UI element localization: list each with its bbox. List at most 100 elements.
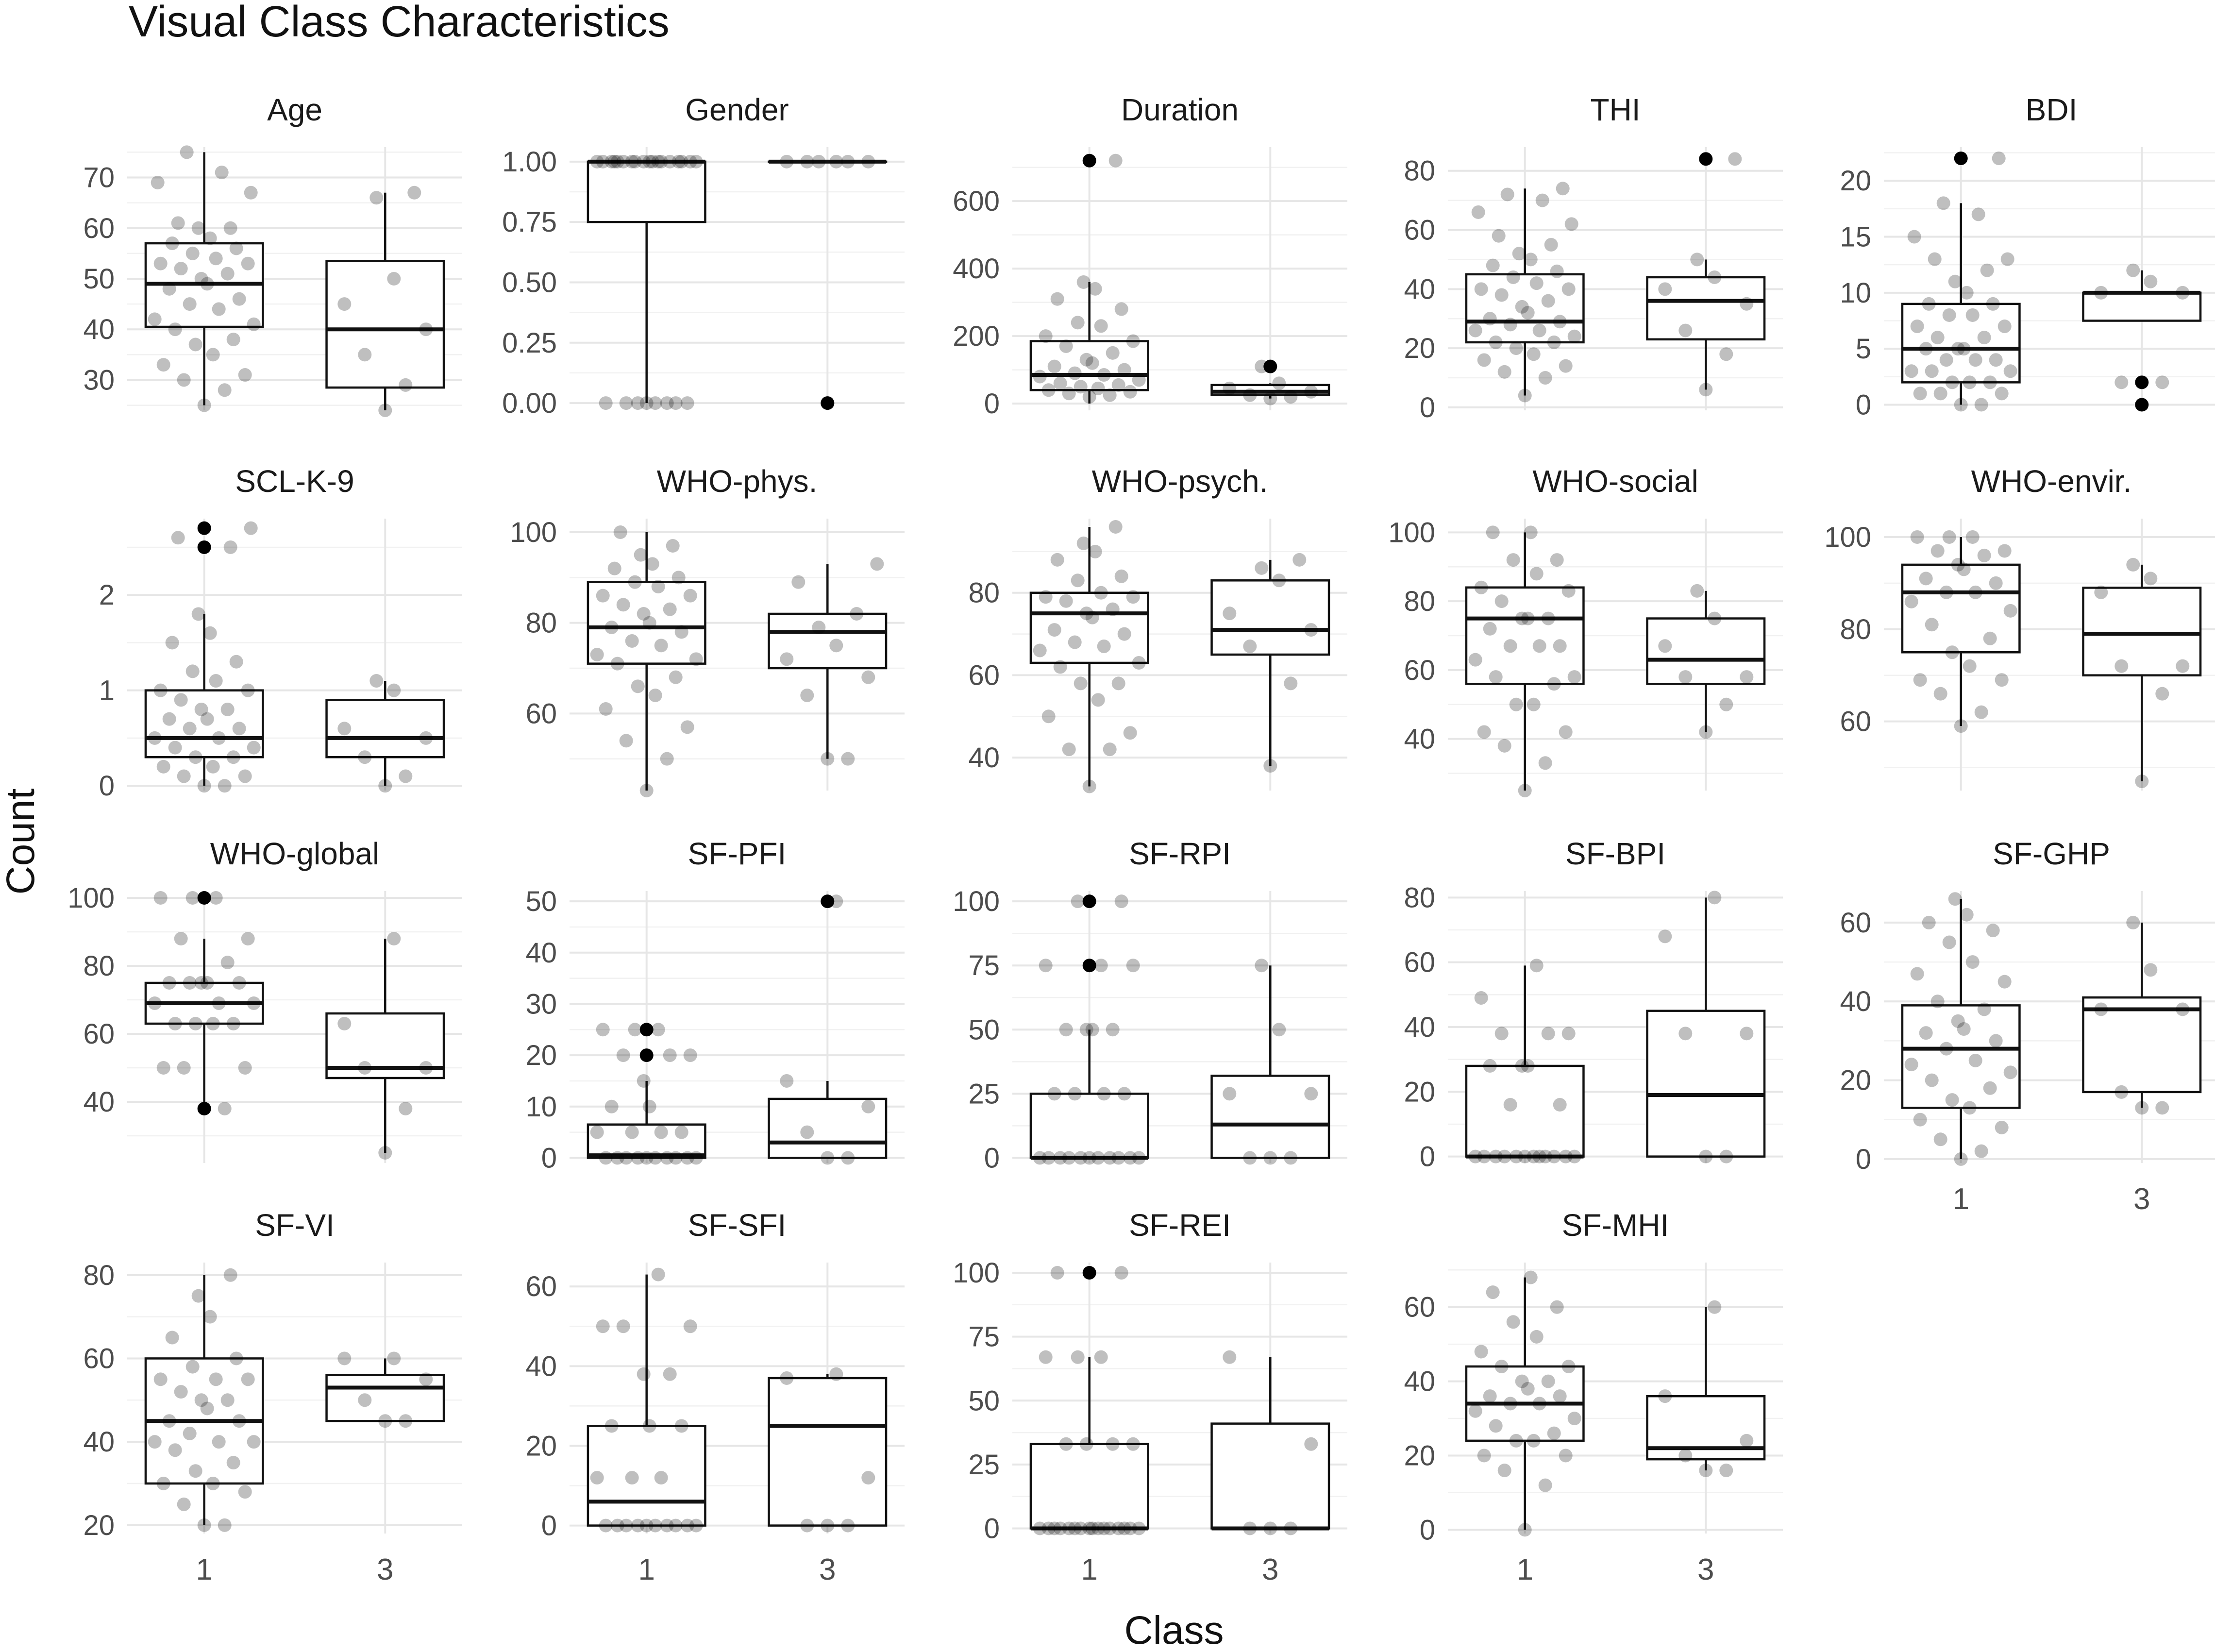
- data-point: [1922, 915, 1936, 929]
- data-point: [1223, 607, 1237, 621]
- y-tick-label: 60: [83, 213, 115, 244]
- class-1-group: [144, 1268, 264, 1532]
- y-tick-label: 60: [968, 659, 1000, 691]
- data-point: [1053, 1151, 1067, 1165]
- data-point: [1088, 544, 1102, 558]
- box: [2082, 996, 2202, 1094]
- y-tick-label: 60: [525, 1271, 557, 1302]
- facet-title: WHO-envir.: [1971, 464, 2132, 499]
- y-tick-label: 40: [525, 1350, 557, 1382]
- data-point: [1097, 1521, 1111, 1535]
- class-1-group: [1029, 153, 1149, 404]
- data-point: [610, 657, 624, 671]
- data-point: [1954, 719, 1968, 733]
- data-point: [148, 312, 162, 326]
- y-tick-label: 0: [1420, 1514, 1435, 1546]
- data-point: [1936, 196, 1950, 210]
- data-point: [1965, 955, 1980, 969]
- data-point: [218, 779, 232, 793]
- y-tick-label: 70: [83, 162, 115, 194]
- data-point: [188, 337, 202, 352]
- data-point: [174, 693, 188, 707]
- data-point: [1272, 573, 1286, 588]
- data-point: [596, 1319, 610, 1333]
- data-point: [1097, 1087, 1111, 1101]
- data-point: [1474, 282, 1488, 296]
- data-point: [1989, 576, 2003, 590]
- data-point: [1971, 207, 1985, 221]
- data-point: [1284, 390, 1298, 404]
- data-point: [660, 1518, 674, 1533]
- y-tick-label: 60: [1404, 1292, 1435, 1323]
- data-point: [1913, 1113, 1927, 1127]
- outlier-point: [1699, 152, 1713, 166]
- data-point: [1986, 924, 2000, 938]
- data-point: [628, 575, 642, 589]
- data-point: [1559, 725, 1573, 739]
- box: [1029, 1443, 1149, 1530]
- data-point: [1304, 1437, 1318, 1451]
- class-3-group: [2082, 915, 2202, 1115]
- data-point: [1719, 347, 1733, 361]
- data-point: [642, 154, 656, 169]
- data-point: [669, 1518, 683, 1533]
- data-point: [637, 154, 651, 169]
- data-point: [1074, 1151, 1088, 1165]
- data-point: [2114, 375, 2129, 389]
- data-point: [1503, 1098, 1517, 1112]
- data-point: [1474, 991, 1488, 1005]
- data-point: [200, 277, 214, 291]
- data-point: [1518, 1523, 1532, 1537]
- data-point: [165, 636, 179, 650]
- y-tick-label: 60: [1404, 947, 1435, 978]
- data-point: [194, 702, 208, 716]
- data-point: [191, 1289, 205, 1303]
- data-point: [387, 683, 401, 697]
- data-point: [2114, 1085, 2129, 1099]
- data-point: [1954, 398, 1968, 412]
- data-point: [648, 1518, 662, 1533]
- data-point: [1091, 693, 1105, 707]
- data-point: [1062, 742, 1076, 757]
- box: [1029, 591, 1149, 664]
- facet-title: WHO-phys.: [657, 464, 818, 499]
- data-point: [1989, 353, 2003, 367]
- data-point: [663, 154, 677, 169]
- class-1-group: [587, 154, 706, 410]
- data-point: [1678, 1027, 1693, 1041]
- data-point: [1477, 1149, 1491, 1163]
- data-point: [156, 759, 170, 774]
- class-3-group: [2082, 557, 2202, 789]
- data-point: [1740, 1027, 1754, 1041]
- data-point: [1506, 1315, 1520, 1329]
- data-point: [1497, 1464, 1511, 1478]
- data-point: [634, 548, 648, 562]
- data-point: [226, 333, 240, 347]
- data-point: [200, 976, 214, 990]
- data-point: [1564, 217, 1578, 231]
- data-point: [1925, 1073, 1939, 1087]
- data-point: [631, 679, 645, 693]
- data-point: [177, 1061, 191, 1075]
- data-point: [663, 602, 677, 616]
- data-point: [1567, 329, 1581, 343]
- data-point: [590, 1471, 604, 1485]
- data-point: [1995, 673, 2009, 687]
- data-point: [226, 750, 240, 764]
- data-point: [1997, 320, 2012, 334]
- data-point: [1076, 536, 1091, 550]
- data-point: [1541, 294, 1555, 308]
- data-point: [1518, 784, 1532, 797]
- y-tick-label: 30: [525, 988, 557, 1020]
- data-point: [2003, 364, 2017, 378]
- data-point: [628, 1023, 642, 1037]
- data-point: [1532, 323, 1546, 337]
- data-point: [604, 154, 619, 169]
- data-point: [177, 1497, 191, 1511]
- data-point: [1068, 1087, 1082, 1101]
- y-tick-label: 0.00: [502, 388, 557, 419]
- data-point: [1047, 623, 1061, 637]
- data-point: [1500, 187, 1514, 202]
- data-point: [660, 1151, 674, 1165]
